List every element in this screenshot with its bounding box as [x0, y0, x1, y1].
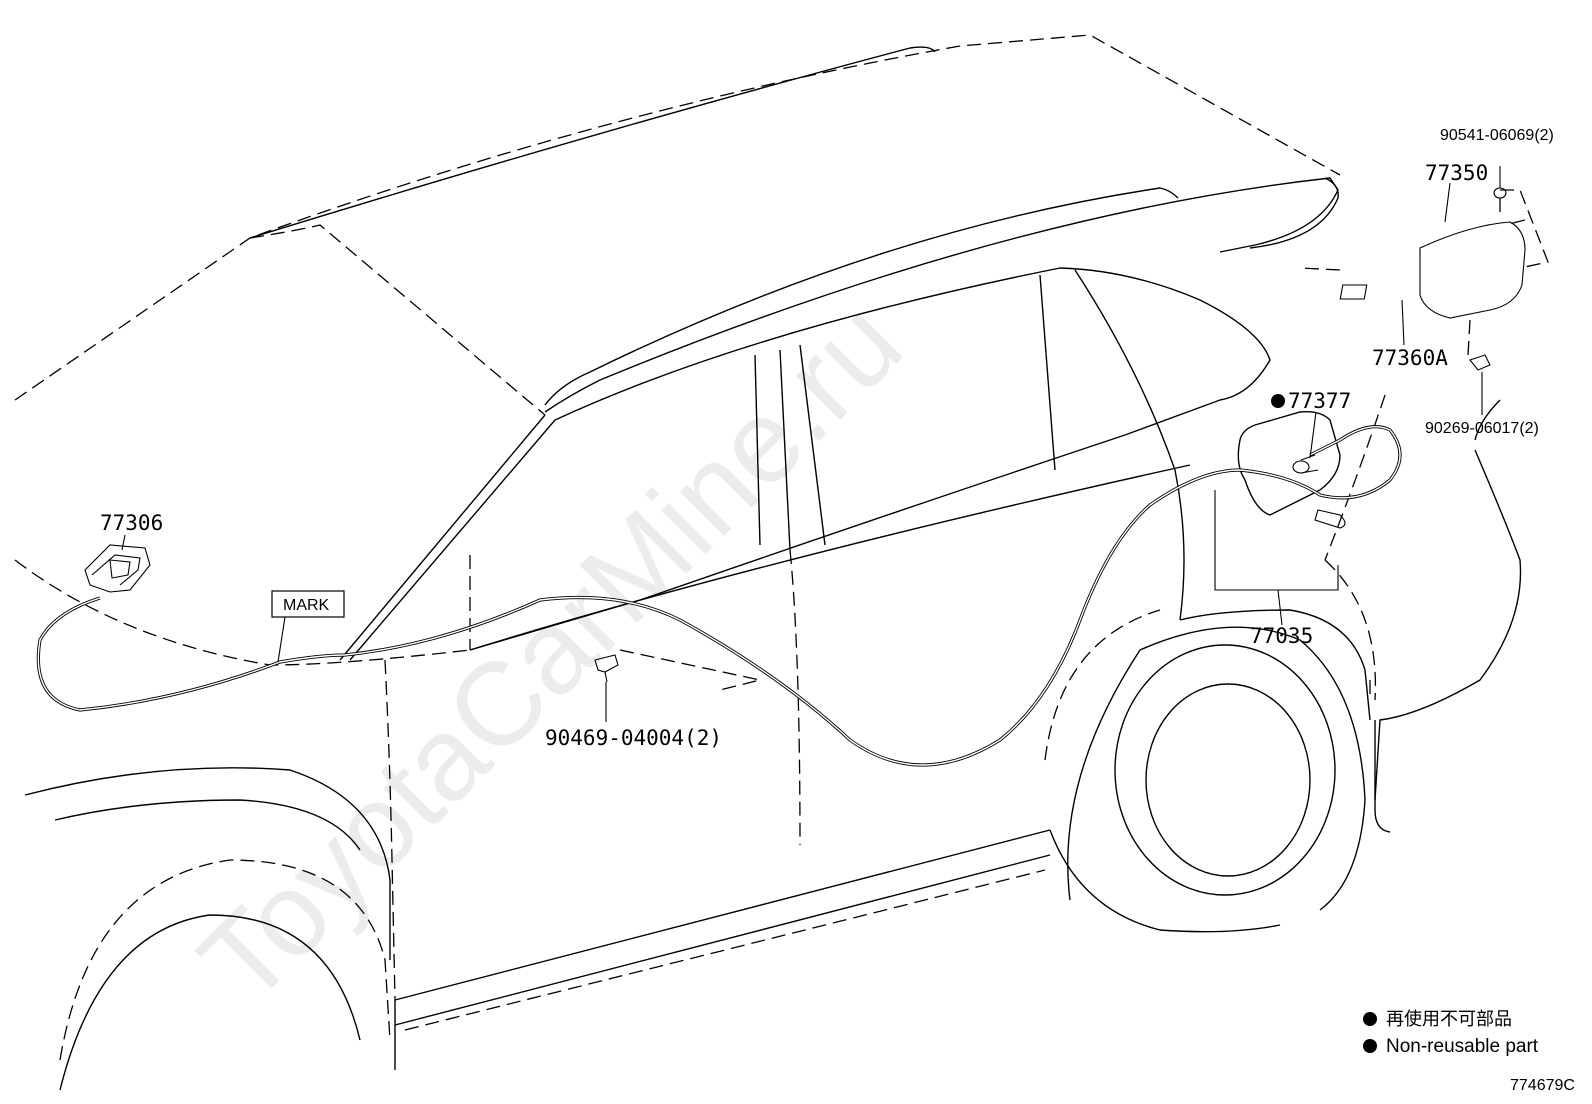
legend: 再使用不可部品 Non-reusable part [1363, 1009, 1539, 1057]
legend-non-reusable-jp: 再使用不可部品 [1386, 1009, 1512, 1029]
part-90269-fastener [1467, 319, 1491, 415]
label-77035: 77035 [1250, 624, 1313, 648]
part-77360a [1339, 284, 1405, 346]
mark-callout: MARK [271, 590, 345, 663]
label-90269: 90269-06017(2) [1425, 420, 1539, 437]
legend-dot-en [1363, 1039, 1377, 1053]
label-90541: 90541-06069(2) [1440, 127, 1554, 144]
label-90469: 90469-04004(2) [545, 726, 722, 750]
part-77035-bracket [1214, 490, 1339, 626]
label-77350: 77350 [1425, 161, 1488, 185]
label-77377: 77377 [1288, 389, 1351, 413]
label-77306: 77306 [100, 511, 163, 535]
diagram-code: 774679C [1510, 1077, 1575, 1094]
legend-dot-jp [1363, 1012, 1377, 1026]
part-77350-fuel-lid [1419, 166, 1549, 319]
legend-non-reusable-en: Non-reusable part [1386, 1036, 1539, 1057]
vehicle-outline [14, 34, 1522, 1091]
label-mark: MARK [283, 597, 330, 614]
part-77377-grommet [1271, 394, 1346, 529]
part-77306-lever [84, 534, 151, 593]
label-77360a: 77360A [1372, 346, 1448, 370]
fuel-lid-opener-cable [36, 425, 1402, 767]
part-90469-clip [594, 649, 761, 722]
